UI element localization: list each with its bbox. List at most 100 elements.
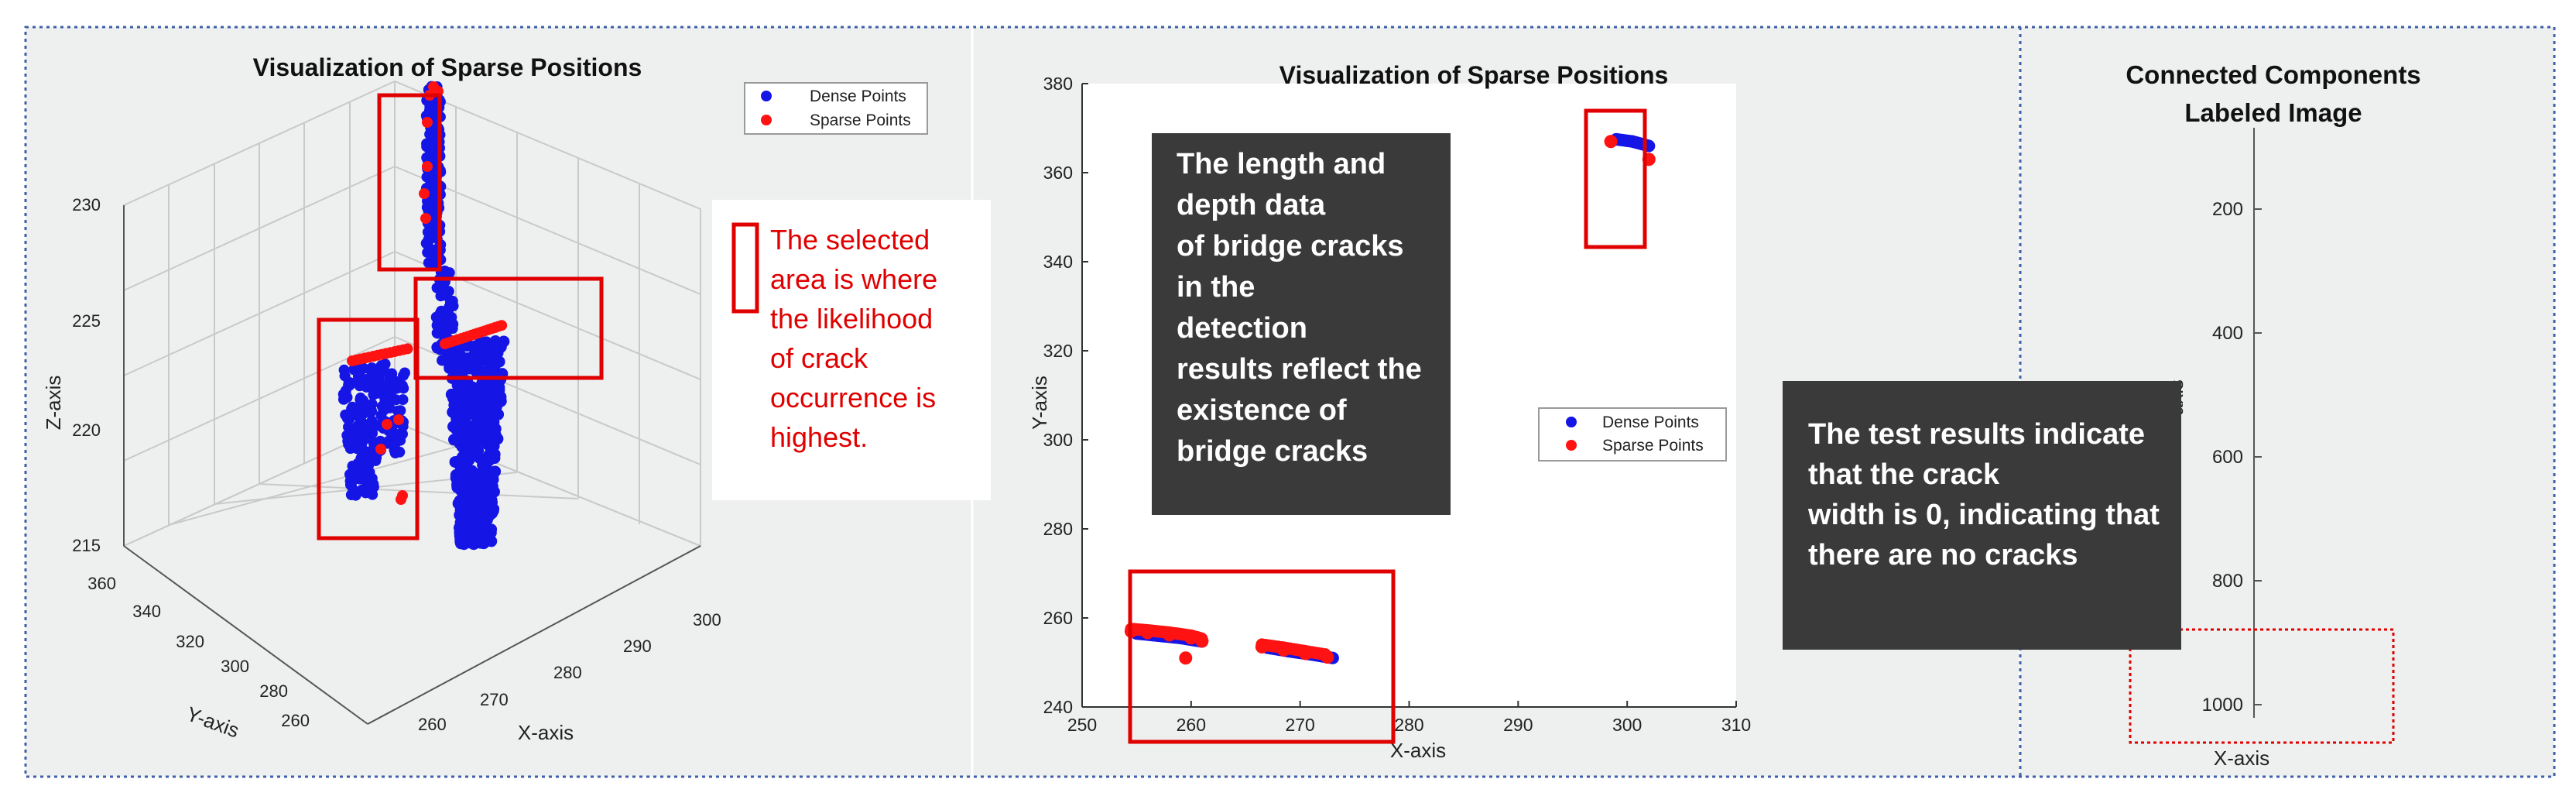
p1-dense-point	[399, 367, 410, 379]
p2-legend-dense: Dense Points	[1602, 414, 1699, 431]
p1-ytick-2: 300	[221, 657, 249, 676]
p1-dense-point	[465, 499, 478, 512]
p1-dense-point	[465, 435, 478, 448]
p1-dense-point	[488, 503, 500, 515]
p2-legend: Dense Points Sparse Points	[1538, 407, 1727, 462]
p1-dense-point	[443, 286, 454, 297]
p1-dense-point	[373, 364, 385, 376]
selection-box-top	[377, 93, 442, 272]
p1-dense-point	[431, 342, 443, 354]
p1-dense-point	[479, 348, 492, 360]
p1-dense-point	[351, 471, 362, 482]
p1-dense-point	[389, 438, 401, 449]
p1-dense-point	[354, 442, 365, 454]
p1-sparse-point	[422, 161, 433, 172]
p1-dense-point	[346, 403, 358, 414]
p1-dense-point	[444, 267, 455, 279]
panel1-axes	[123, 205, 701, 725]
p1-ytick-5: 360	[87, 574, 116, 593]
p1-xtick-1: 270	[480, 690, 509, 709]
p2-selection-box-bottom	[1128, 569, 1396, 744]
p1-dense-point	[465, 427, 478, 439]
selection-box-left	[317, 317, 420, 540]
p1-ztick-3: 230	[72, 195, 101, 214]
p2-note-box	[1152, 133, 1451, 515]
p1-legend-dense: Dense Points	[810, 88, 906, 105]
p1-sparse-point	[496, 320, 508, 331]
panel2-points	[1124, 132, 1656, 665]
p1-title: Visualization of Sparse Positions	[253, 53, 642, 81]
p2-ytick-label: 360	[1043, 163, 1073, 183]
p1-dense-point	[365, 407, 376, 418]
p1-ytick-0: 260	[281, 711, 310, 730]
p2-sparse-point	[1195, 632, 1208, 645]
p1-ztick-0: 215	[72, 536, 101, 555]
p1-dense-point	[479, 366, 492, 379]
p1-dense-point	[340, 387, 351, 399]
p1-dense-point	[481, 534, 494, 546]
p2-ytick-label: 340	[1043, 252, 1073, 272]
p2-sparse-point	[1319, 648, 1332, 661]
p2-legend-sparse: Sparse Points	[1602, 437, 1704, 455]
p1-dense-point	[428, 177, 440, 189]
p1-dense-point	[355, 452, 367, 464]
p3-x-axis-label: X-axis	[2214, 746, 2269, 770]
p1-dense-point	[378, 404, 389, 416]
p1-legend-sparse-marker	[761, 115, 772, 125]
p1-dense-point	[459, 462, 471, 474]
p2-sparse-point	[1604, 135, 1618, 149]
p1-sparse-point	[402, 343, 413, 355]
p2-ytick-label: 260	[1043, 608, 1073, 628]
annotation-marker-box	[731, 222, 759, 314]
panel1-selection-boxes	[317, 93, 604, 540]
p1-ytick-4: 340	[132, 602, 161, 621]
p3-title-line1: Connected Components	[2126, 60, 2420, 89]
p1-dense-point	[366, 415, 378, 427]
p2-xtick-label: 310	[1721, 715, 1751, 735]
p2-dense-point	[1626, 135, 1639, 148]
p1-dense-point	[375, 435, 386, 447]
p1-dense-point	[366, 472, 378, 484]
p1-ztick-2: 225	[72, 311, 101, 331]
p1-dense-point	[445, 388, 457, 400]
p1-dense-point	[355, 394, 366, 406]
p1-dense-point	[492, 408, 505, 420]
p1-x-axis-label: X-axis	[518, 721, 574, 744]
p3-ytick-label: 200	[2212, 199, 2243, 220]
p1-dense-point	[354, 412, 365, 424]
p3-ytick-label: 800	[2212, 571, 2243, 592]
p1-sparse-point	[397, 490, 408, 501]
panel2-selection-boxes	[1128, 108, 1647, 744]
p3-note-box	[1783, 381, 2181, 650]
p2-y-axis-label: Y-axis	[1028, 376, 1051, 430]
p2-xtick-label: 300	[1612, 715, 1642, 735]
p1-sparse-point	[382, 419, 392, 430]
p1-dense-point	[339, 370, 351, 382]
p1-dense-point	[364, 482, 375, 493]
p1-dense-point	[344, 435, 355, 447]
p1-dense-point	[350, 489, 361, 501]
p1-dense-point	[466, 525, 478, 537]
p1-dense-point	[470, 471, 482, 483]
selection-box-right	[413, 276, 604, 380]
p1-dense-point	[358, 434, 370, 445]
p1-sparse-point	[420, 213, 431, 224]
p1-z-axis-label: Z-axis	[42, 376, 65, 431]
p2-ytick-label: 320	[1043, 341, 1073, 361]
p2-ytick-label: 380	[1043, 74, 1073, 94]
p2-xtick-label: 290	[1503, 715, 1533, 735]
p1-sparse-point	[422, 117, 433, 128]
p1-dense-point	[458, 388, 471, 400]
p1-dense-point	[447, 420, 460, 433]
p2-legend-sparse-marker	[1566, 440, 1577, 451]
p1-sparse-point	[393, 414, 404, 425]
p1-dense-point	[491, 388, 503, 400]
p1-xtick-2: 280	[553, 663, 582, 682]
p1-dense-point	[457, 419, 469, 431]
p1-ytick-3: 320	[176, 632, 204, 651]
p1-dense-point	[454, 471, 467, 483]
p1-xtick-0: 260	[418, 715, 447, 734]
p1-dense-point	[341, 413, 353, 424]
